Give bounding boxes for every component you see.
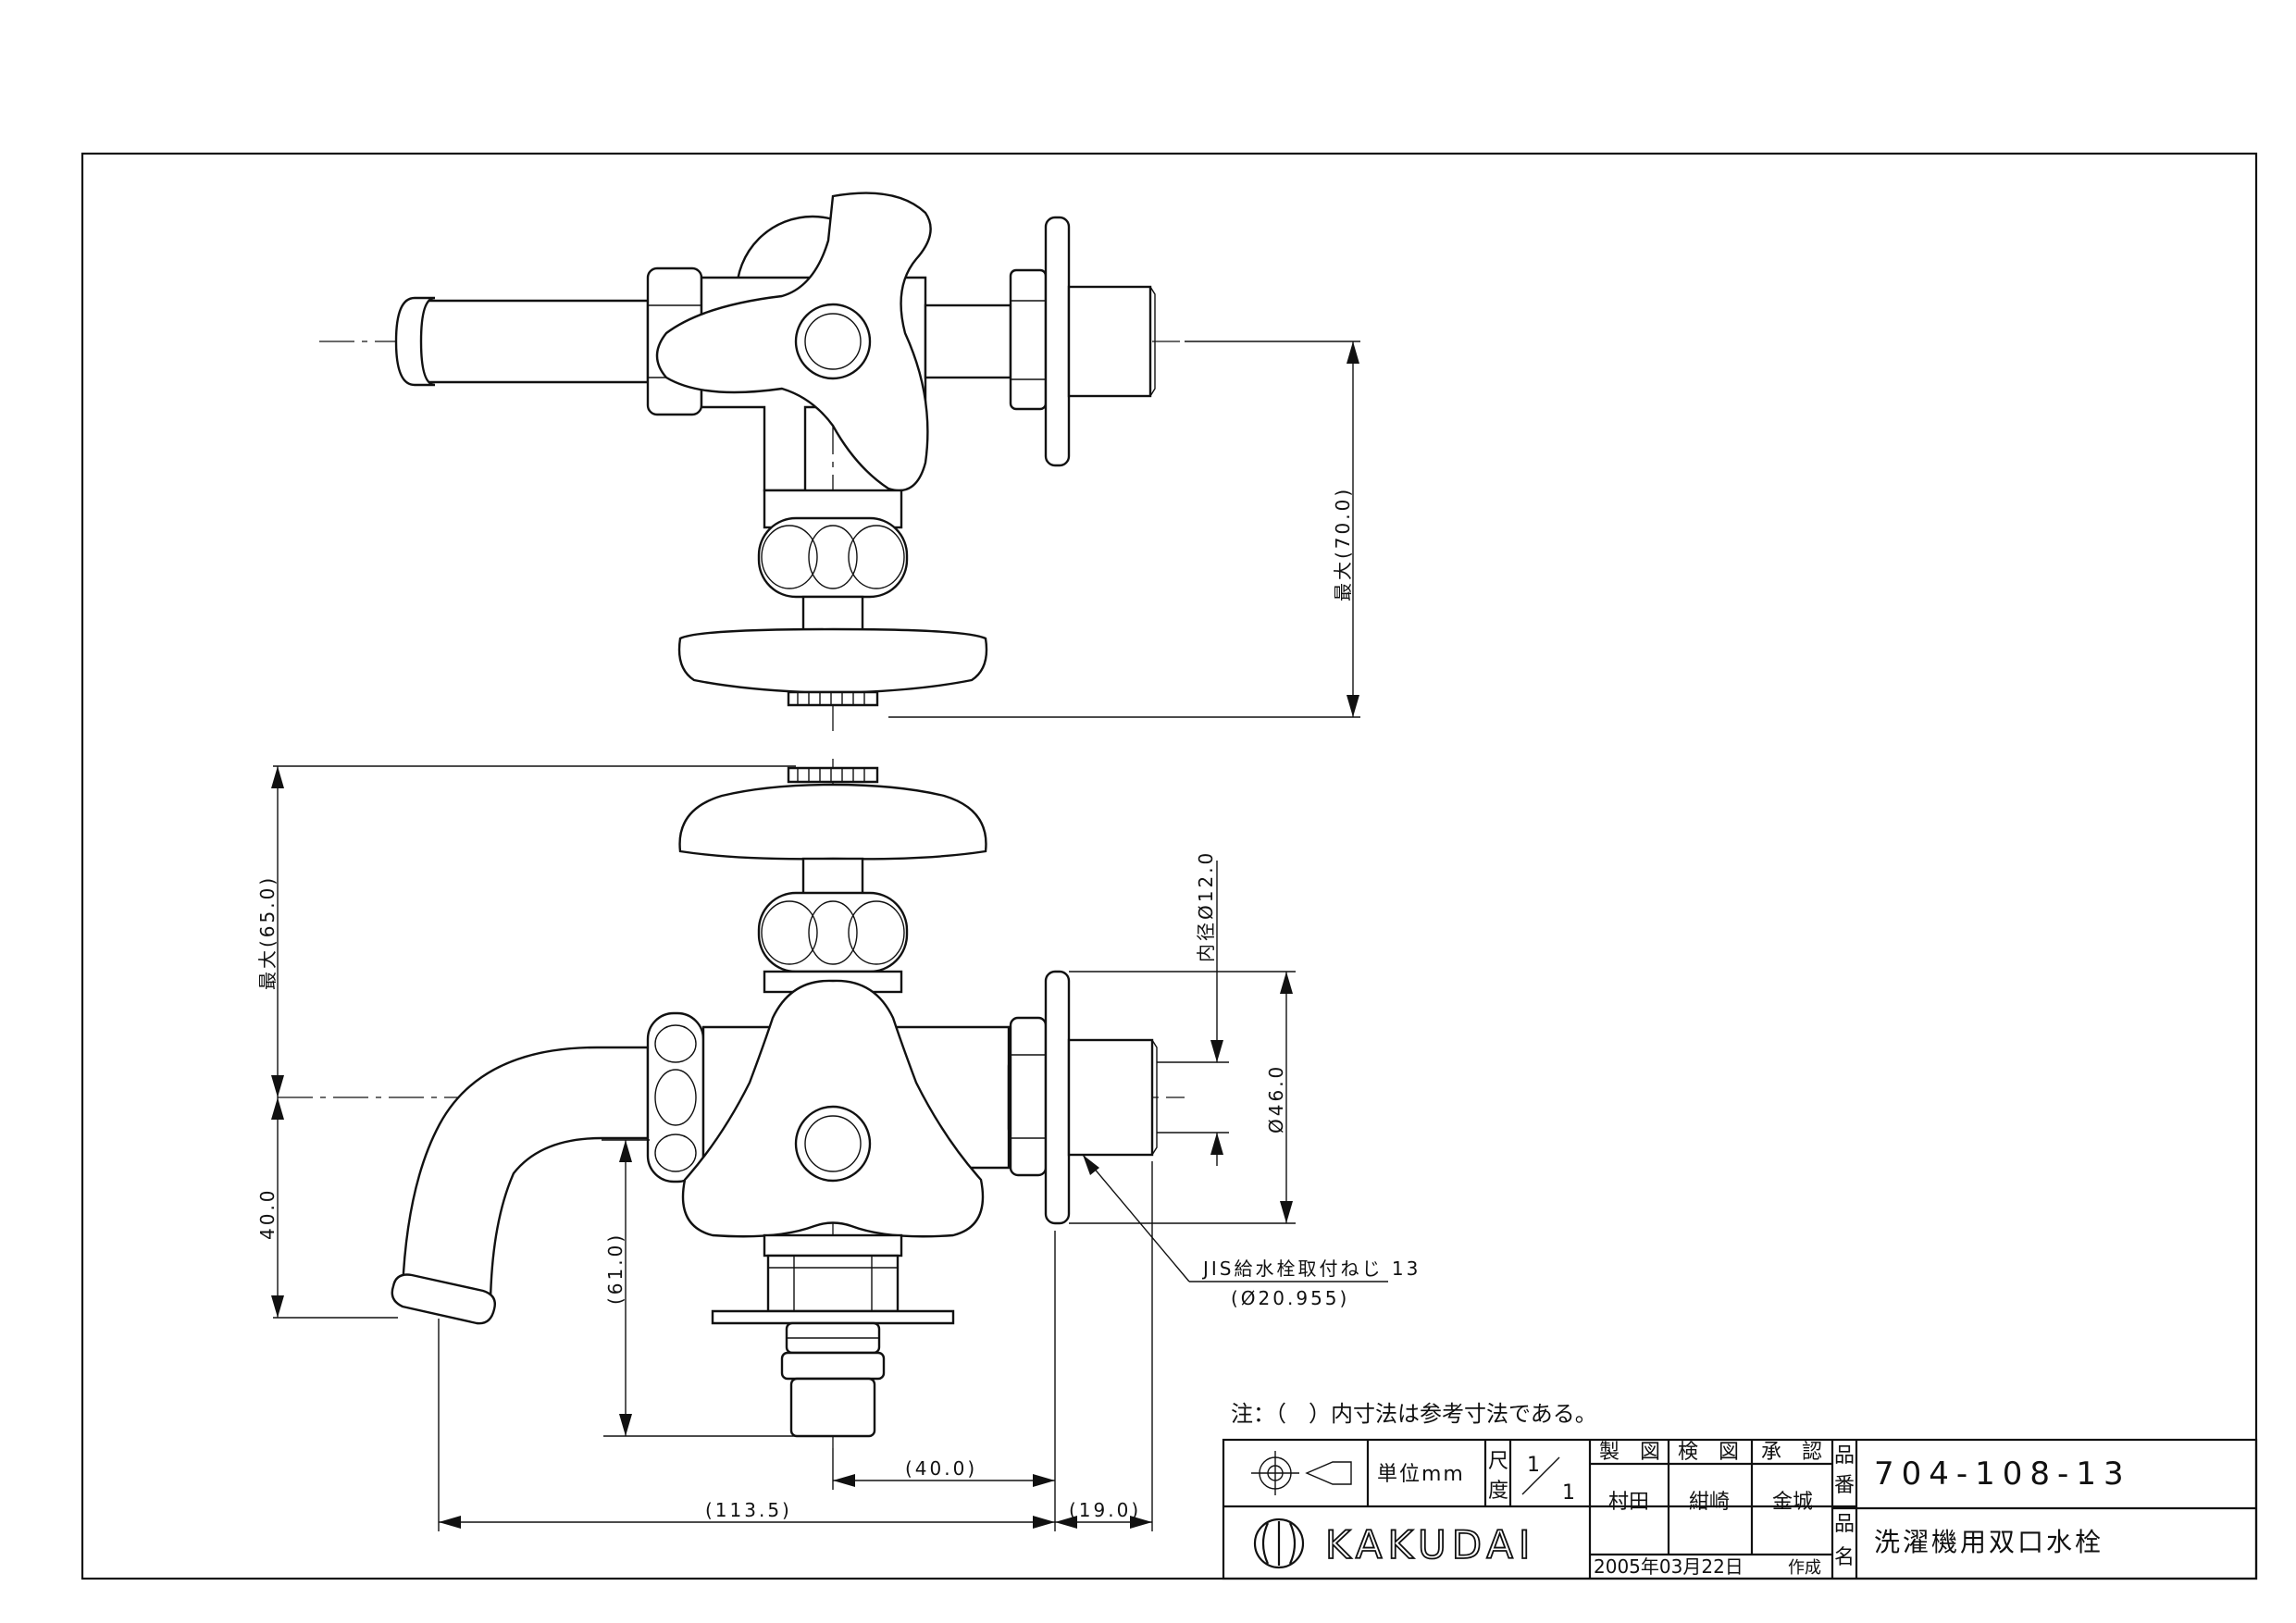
- thread-diameter-label: (Ø20.955): [1231, 1287, 1349, 1309]
- spout-drop-label: 40.0: [256, 1187, 279, 1240]
- thread-length-label: (19.0): [1069, 1499, 1141, 1521]
- checked-by-header: 検 図: [1678, 1441, 1739, 1464]
- checked-by-name: 紺崎: [1689, 1491, 1730, 1514]
- front-max-height-label: 最大(65.0): [256, 875, 279, 990]
- title-block: 単位mm 尺 度 1 1 製 図 検 図 承 認 村田 紺崎 金城 2005年0…: [1222, 1438, 2258, 1580]
- inner-diameter-label: 内径Ø12.0: [1195, 850, 1217, 962]
- part-number-label-top: 品: [1834, 1444, 1855, 1468]
- top-view: 最大(70.0): [319, 192, 1360, 731]
- overall-length-label: (113.5): [705, 1499, 792, 1521]
- creation-date: 2005年03月22日: [1594, 1555, 1744, 1578]
- creation-date-suffix: 作成: [1788, 1558, 1821, 1578]
- product-name-label-bottom: 名: [1834, 1546, 1855, 1569]
- brand-name: KAKUDAI: [1325, 1522, 1535, 1567]
- approved-by-name: 金城: [1772, 1491, 1813, 1514]
- product-name: 洗濯機用双口水栓: [1874, 1527, 2104, 1557]
- unit-label: 単位mm: [1377, 1463, 1465, 1486]
- flange-diameter-label: Ø46.0: [1265, 1064, 1287, 1134]
- part-number: 704-108-13: [1874, 1456, 2131, 1493]
- top-max-height-label: 最大(70.0): [1332, 487, 1354, 601]
- third-angle-projection-symbol: [1251, 1451, 1352, 1495]
- drawing-border: [81, 152, 2258, 1580]
- part-number-label-bottom: 番: [1834, 1474, 1855, 1497]
- scale-label-top: 尺: [1488, 1450, 1508, 1473]
- scale-numerator: 1: [1527, 1454, 1540, 1477]
- body-height-label: (61.0): [604, 1233, 627, 1305]
- thread-spec-label: JIS給水栓取付ねじ 13: [1201, 1258, 1421, 1280]
- drawn-by-name: 村田: [1608, 1491, 1649, 1514]
- reference-dimension-note: 注：（ ）内寸法は参考寸法である。: [1231, 1401, 1597, 1427]
- drawn-by-header: 製 図: [1599, 1441, 1660, 1464]
- kakudai-logo: KAKUDAI: [1253, 1518, 1535, 1569]
- product-name-label-top: 品: [1834, 1513, 1855, 1536]
- center-to-flange-label: (40.0): [905, 1457, 977, 1480]
- front-view: 最大(65.0) 40.0 (61.0) 内径Ø12.0 Ø46.0 JIS給水…: [256, 759, 1421, 1531]
- approved-by-header: 承 認: [1761, 1441, 1822, 1464]
- scale-denominator: 1: [1562, 1481, 1575, 1505]
- scale-label-bottom: 度: [1488, 1480, 1508, 1503]
